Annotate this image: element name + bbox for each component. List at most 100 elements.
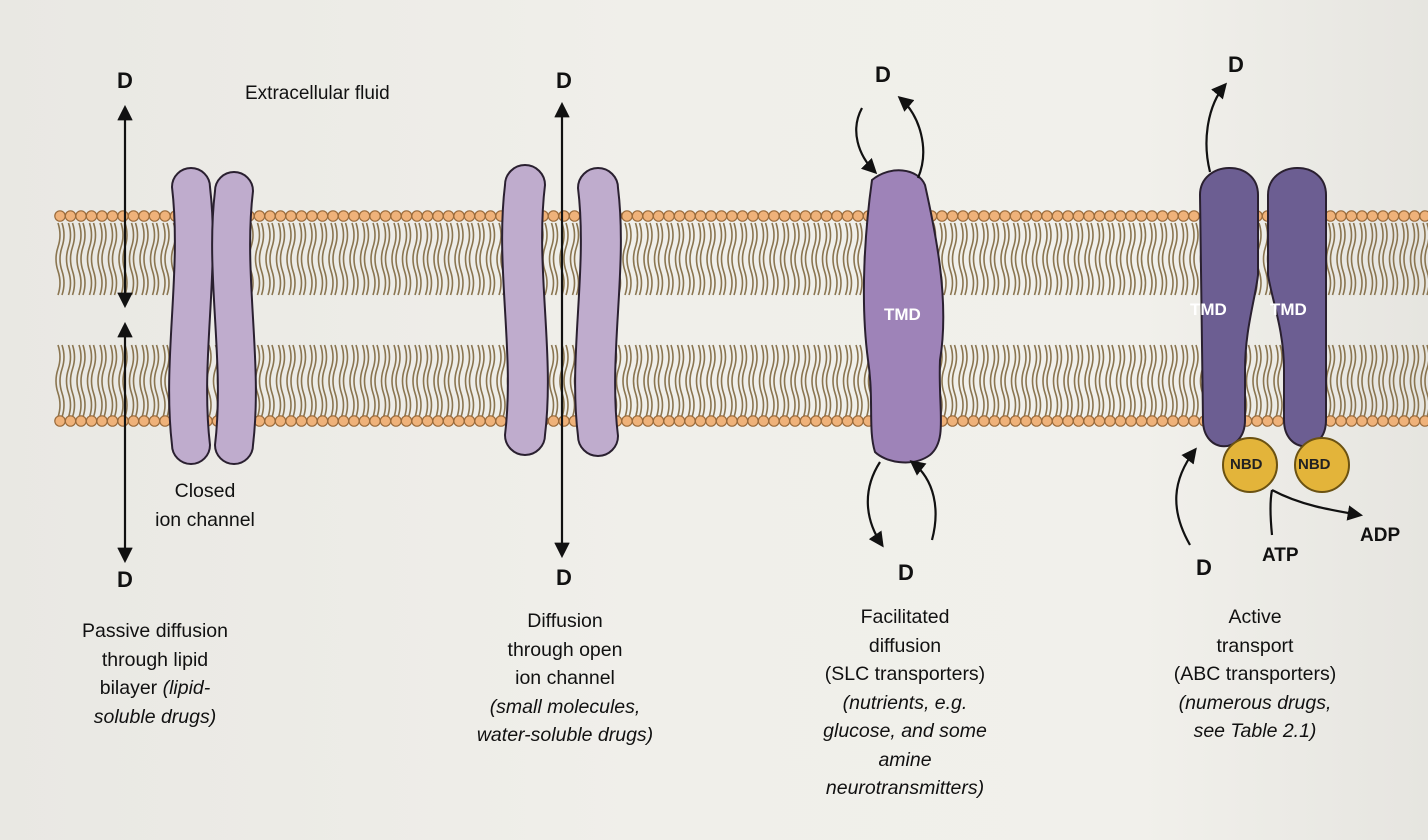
- lipid-head: [359, 416, 369, 426]
- lipid-head: [989, 416, 999, 426]
- caption-channel-line-3: ion channel: [430, 664, 700, 693]
- lipid-head: [107, 416, 117, 426]
- facilitated-arrow-in-top: [856, 108, 875, 172]
- lipid-head: [674, 416, 684, 426]
- lipid-head: [548, 416, 558, 426]
- lipid-head: [1052, 416, 1062, 426]
- tmd-label-abc-right: TMD: [1270, 300, 1307, 320]
- lipid-head: [685, 211, 695, 221]
- caption-passive-line-3-normal: bilayer: [100, 677, 163, 699]
- lipid-head: [832, 416, 842, 426]
- lipid-head: [1010, 416, 1020, 426]
- lipid-head: [548, 211, 558, 221]
- lipid-head: [559, 416, 569, 426]
- drug-symbol-channel-bottom: D: [556, 565, 572, 591]
- lipid-head: [569, 211, 579, 221]
- lipid-head: [76, 211, 86, 221]
- lipid-head: [748, 211, 758, 221]
- caption-active-line-1: Active: [1130, 603, 1380, 632]
- drug-symbol-active-top: D: [1228, 52, 1244, 78]
- drug-symbol-facilitated-bottom: D: [898, 560, 914, 586]
- lipid-head: [737, 416, 747, 426]
- lipid-head: [118, 416, 128, 426]
- lipid-head: [811, 211, 821, 221]
- lipid-head: [758, 416, 768, 426]
- lipid-head: [1388, 416, 1398, 426]
- caption-passive-line-1: Passive diffusion: [40, 617, 270, 646]
- nbd-label-right: NBD: [1298, 456, 1331, 473]
- caption-facilitated-line-4: (nutrients, e.g.: [770, 689, 1040, 718]
- caption-facilitated-line-6: amine: [770, 746, 1040, 775]
- facilitated-arrow-out-top: [900, 98, 923, 178]
- lipid-head: [1031, 416, 1041, 426]
- lipid-head: [139, 211, 149, 221]
- lipid-head: [1073, 416, 1083, 426]
- lipid-head: [307, 416, 317, 426]
- atp-line: [1271, 490, 1273, 535]
- lipid-head: [349, 211, 359, 221]
- lipid-head: [349, 416, 359, 426]
- lipid-head: [853, 416, 863, 426]
- lipid-head: [842, 416, 852, 426]
- lipid-head: [1052, 211, 1062, 221]
- lipid-head: [107, 211, 117, 221]
- lipid-head: [443, 211, 453, 221]
- caption-facilitated-diffusion: Facilitated diffusion (SLC transporters)…: [770, 603, 1040, 803]
- lipid-head: [1367, 416, 1377, 426]
- lipid-head: [758, 211, 768, 221]
- lipid-head: [275, 416, 285, 426]
- lipid-head: [1399, 416, 1409, 426]
- lipid-head: [433, 211, 443, 221]
- lipid-head: [1063, 211, 1073, 221]
- lipid-head: [947, 211, 957, 221]
- lipid-head: [464, 211, 474, 221]
- lipid-head: [118, 211, 128, 221]
- lipid-head: [1084, 416, 1094, 426]
- lipid-head: [55, 416, 65, 426]
- lipid-head: [800, 416, 810, 426]
- lipid-head: [317, 211, 327, 221]
- lipid-head: [1168, 211, 1178, 221]
- lipid-head: [265, 211, 275, 221]
- lipid-head: [55, 211, 65, 221]
- open-channel-left-subunit: [502, 165, 548, 455]
- lipid-head: [464, 416, 474, 426]
- atp-to-adp-arrow: [1272, 490, 1360, 515]
- lipid-head: [76, 416, 86, 426]
- facilitated-arrow-in-bottom: [912, 462, 936, 540]
- lipid-head: [265, 416, 275, 426]
- lipid-head: [1378, 416, 1388, 426]
- lipid-head: [1010, 211, 1020, 221]
- lipid-head: [1336, 416, 1346, 426]
- lipid-head: [937, 211, 947, 221]
- caption-passive-diffusion: Passive diffusion through lipid bilayer …: [40, 617, 270, 731]
- caption-facilitated-line-2: diffusion: [770, 632, 1040, 661]
- lipid-head: [1420, 416, 1428, 426]
- lipid-head: [160, 211, 170, 221]
- lipid-head: [1168, 416, 1178, 426]
- lipid-head: [674, 211, 684, 221]
- lipid-head: [947, 416, 957, 426]
- lipid-head: [706, 211, 716, 221]
- drug-symbol-passive-top: D: [117, 68, 133, 94]
- lipid-head: [485, 211, 495, 221]
- lipid-head: [821, 416, 831, 426]
- lipid-head: [832, 211, 842, 221]
- caption-channel-line-5: water-soluble drugs): [430, 721, 700, 750]
- lipid-head: [128, 416, 138, 426]
- lipid-head: [706, 416, 716, 426]
- lipid-head: [380, 416, 390, 426]
- lipid-head: [1084, 211, 1094, 221]
- caption-facilitated-line-1: Facilitated: [770, 603, 1040, 632]
- lipid-head: [149, 416, 159, 426]
- lipid-head: [370, 416, 380, 426]
- lipid-head: [1094, 416, 1104, 426]
- lipid-head: [1262, 416, 1272, 426]
- lipid-head: [716, 416, 726, 426]
- lipid-head: [968, 211, 978, 221]
- lipid-head: [1273, 416, 1283, 426]
- lipid-head: [1042, 416, 1052, 426]
- lipid-head: [800, 211, 810, 221]
- lipid-head: [769, 211, 779, 221]
